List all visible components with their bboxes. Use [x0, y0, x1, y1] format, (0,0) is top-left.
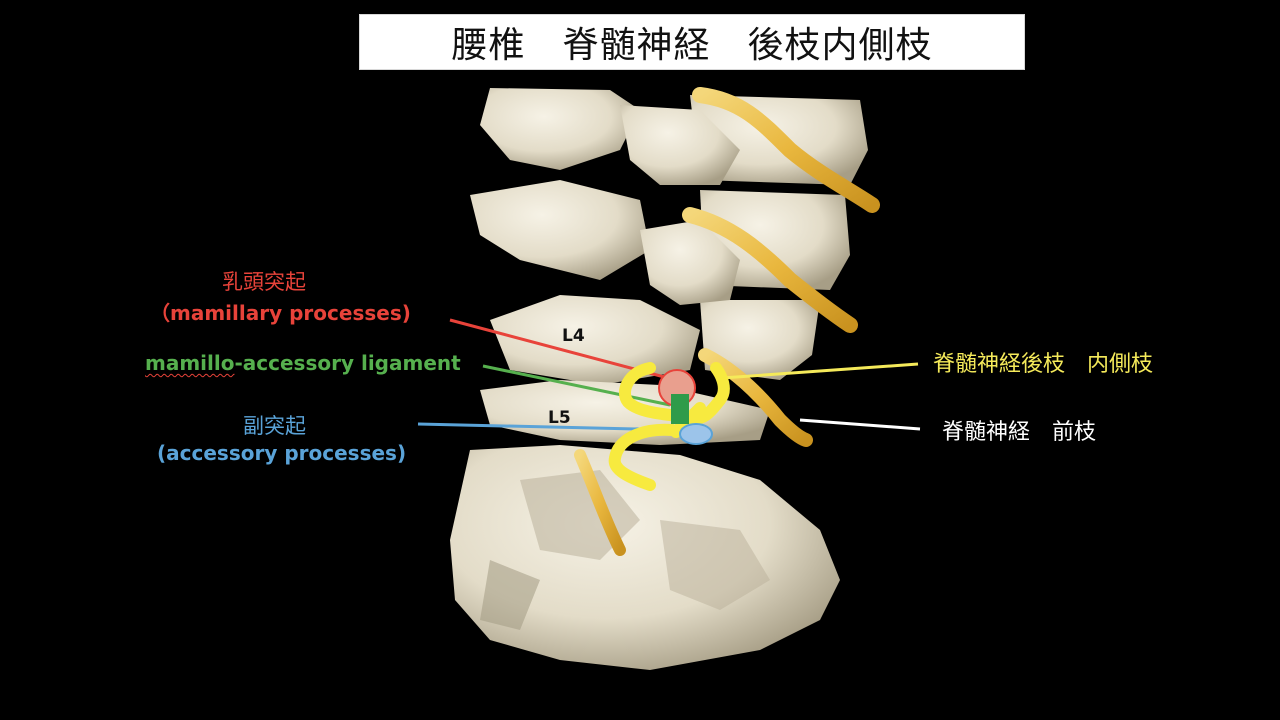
facet-upper	[620, 105, 740, 185]
title-box: 腰椎 脊髄神経 後枝内側枝	[359, 14, 1025, 70]
bone-shadow-3	[480, 560, 540, 630]
medial-branch-hook	[608, 423, 678, 491]
label-mamillary-en: （mamillary processes)	[150, 301, 411, 325]
nerve-root-sacral	[574, 449, 626, 556]
label-mamillary-ja: 乳頭突起	[222, 270, 306, 294]
process-top	[480, 88, 640, 170]
label-ligament-prefix: mamillo	[145, 351, 235, 375]
spine-model-illustration	[450, 87, 880, 670]
nerve-root-middle	[682, 207, 858, 333]
pointer-line-ligament	[482, 364, 671, 407]
process-upper	[470, 180, 650, 280]
label-accessory-en: (accessory processes)	[157, 441, 407, 465]
label-accessory-ja: 副突起	[243, 414, 306, 438]
vertebra-label-l4: L4	[562, 326, 585, 346]
vertebral-body-lower	[700, 300, 820, 380]
nerve-root-lower	[698, 348, 813, 447]
mamillo-accessory-ligament-marker	[671, 394, 689, 424]
pointer-line-medial-branch	[721, 362, 919, 380]
facet-middle	[640, 220, 740, 305]
label-ligament-rest: -accessory ligament	[234, 351, 461, 375]
accessory-process-marker	[679, 423, 713, 445]
pointer-line-anterior-ramus	[799, 418, 921, 431]
vertebra-label-l5: L5	[548, 408, 571, 428]
label-anterior-ramus: 脊髄神経 前枝	[942, 420, 1097, 445]
nerve-root-upper	[692, 87, 880, 213]
pointer-line-mamillary	[449, 318, 669, 380]
label-posterior-medial-branch: 脊髄神経後枝 内側枝	[933, 352, 1154, 377]
bone-shadow-2	[660, 520, 770, 610]
label-ligament: mamillo-accessory ligament	[145, 351, 461, 375]
page-title: 腰椎 脊髄神経 後枝内側枝	[451, 25, 933, 66]
